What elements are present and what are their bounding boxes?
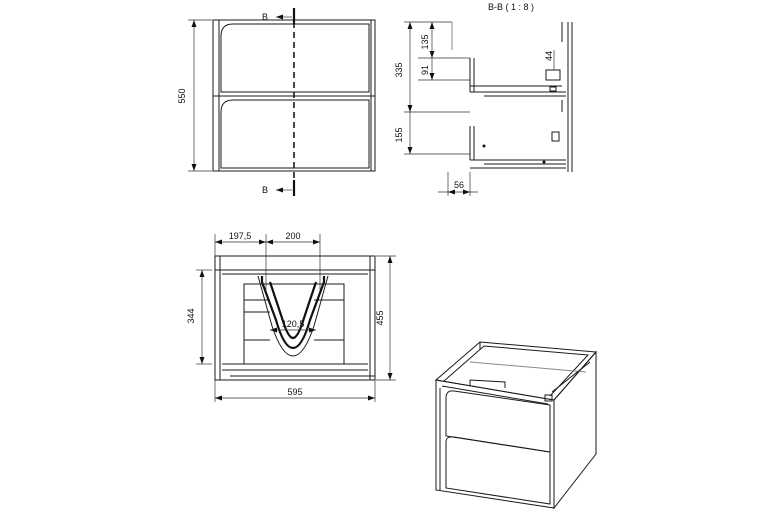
dim-bottom: 56 (454, 180, 464, 190)
section-title: B-B ( 1 : 8 ) (488, 2, 534, 12)
dim-cutout: 200 (285, 231, 300, 241)
dim-top: 135 (420, 34, 430, 49)
dim-inner: 91 (420, 65, 430, 75)
front-view: 550 B B (177, 8, 376, 196)
section-view: B-B ( 1 : 8 ) 335 135 91 155 (394, 2, 573, 196)
section-mark-top: B (262, 12, 268, 22)
dim-inner-depth: 344 (186, 308, 196, 323)
dim-offset: 197,5 (229, 231, 252, 241)
section-mark-bottom: B (262, 185, 268, 195)
isometric-view (434, 341, 598, 510)
dim-total-depth: 455 (375, 310, 385, 325)
top-view: 197,5 200 344 455 (186, 231, 396, 402)
dim-drawer1: 335 (394, 62, 404, 77)
dim-drawer2: 155 (394, 127, 404, 142)
dim-radius-width: 120,5 (282, 319, 305, 329)
front-height-dim: 550 (177, 88, 187, 103)
dim-width: 595 (287, 387, 302, 397)
dim-depth-small: 44 (544, 51, 554, 61)
